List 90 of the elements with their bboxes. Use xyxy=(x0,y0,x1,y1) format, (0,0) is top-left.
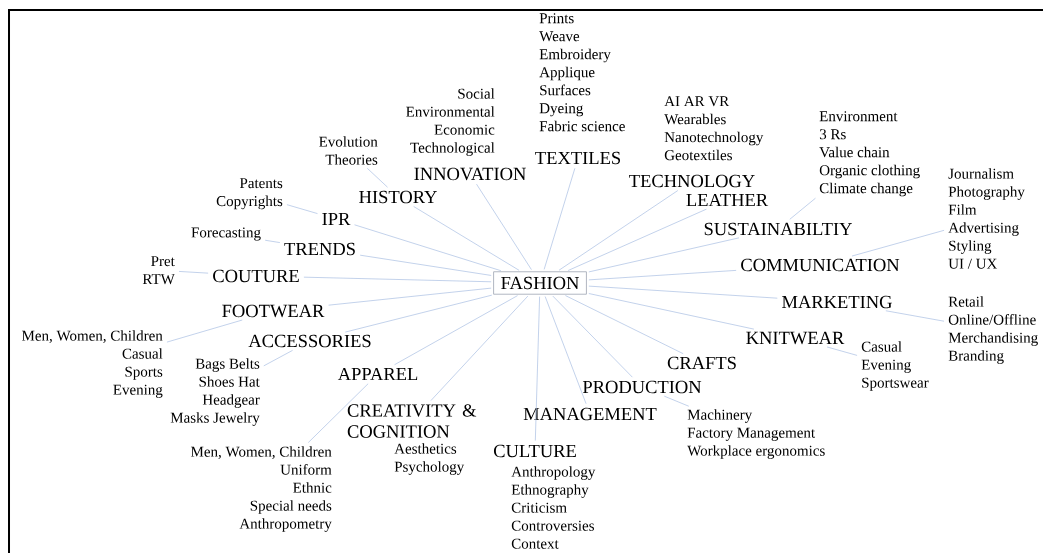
connector-line xyxy=(476,183,532,271)
connector-line xyxy=(544,296,587,405)
central-box: FASHION xyxy=(493,271,587,295)
topic-label: CREATIVITY & COGNITION xyxy=(347,404,477,438)
subtopic-list: Men, Women, Children Casual Sports Evening xyxy=(22,330,163,398)
topic-label: APPAREL xyxy=(337,367,418,381)
subtopic-list: Pret RTW xyxy=(142,256,175,285)
topic-label: CULTURE xyxy=(493,444,576,458)
topic-label: PRODUCTION xyxy=(582,380,702,394)
connector-line xyxy=(394,295,518,366)
connector-line xyxy=(307,383,369,443)
node-label: AI AR VR xyxy=(664,96,730,107)
node-label: Nanotechnology xyxy=(664,131,764,146)
connector-line xyxy=(286,204,318,214)
connector-line xyxy=(166,319,243,343)
subtopic-list: Aesthetics Psychology xyxy=(394,443,465,475)
node-label: Applique xyxy=(539,66,595,81)
connector-line xyxy=(885,310,945,322)
node-label: Anthropology xyxy=(511,466,596,480)
topic-label: IPR xyxy=(322,212,351,226)
node-label: Geotextiles xyxy=(664,149,732,161)
subtopic-list: AI AR VR Wearables Nanotechnology Geotextiles xyxy=(664,96,764,161)
node-label: Wearables xyxy=(664,113,726,125)
subtopic-list: Environment 3 Rs Value chain Organic clothing Climate change xyxy=(819,111,920,197)
connector-line xyxy=(413,206,520,271)
topic-label: KNITWEAR xyxy=(746,331,845,345)
node-label: Controversies xyxy=(511,520,594,531)
topic-label: MARKETING xyxy=(782,295,892,309)
topic-label: HISTORY xyxy=(359,190,437,204)
connector-line xyxy=(663,395,690,407)
topic-label: FOOTWEAR xyxy=(222,304,325,318)
topic-label: ACCESSORIES xyxy=(248,334,371,348)
connector-line xyxy=(303,276,492,283)
connector-line xyxy=(826,346,858,356)
connector-line xyxy=(534,296,540,441)
node-label: Weave xyxy=(539,31,580,42)
node-label: Prints xyxy=(539,13,574,24)
connector-line xyxy=(558,190,679,271)
connector-line xyxy=(430,295,529,401)
node-label: Dyeing xyxy=(539,103,584,117)
node-label: Technological xyxy=(410,142,495,156)
subtopic-list: Anthropology Ethnography Criticism Controversies Context xyxy=(511,466,596,549)
subtopic-list: Retail Online/Offline Merchandising Branding xyxy=(948,296,1038,364)
subtopic-list: Bags Belts Shoes Hat Headgear Masks Jewelry xyxy=(170,358,260,426)
connector-line xyxy=(588,270,737,281)
node-label: Criticism xyxy=(511,502,567,513)
topic-label: MANAGEMENT xyxy=(523,407,657,421)
connector-line xyxy=(264,239,281,243)
node-label: Ethnography xyxy=(511,484,589,498)
connector-line xyxy=(359,254,492,276)
node-label: Fabric science xyxy=(539,120,625,132)
connector-line xyxy=(354,224,502,272)
topic-label: SUSTAINABILTIY xyxy=(704,222,852,236)
topic-label: TECHNOLOGY xyxy=(629,174,755,188)
topic-label: COMMUNICATION xyxy=(741,258,900,272)
connector-line xyxy=(588,285,778,299)
connector-line xyxy=(588,293,755,330)
node-label: Environmental xyxy=(406,106,495,117)
node-label: Embroidery xyxy=(539,48,611,63)
connector-line xyxy=(565,295,684,355)
subtopic-list: Prints Weave Embroidery Applique Surfaces Dyeing Fabric science xyxy=(539,13,625,132)
node-label: Economic xyxy=(434,124,495,135)
connector-line xyxy=(328,287,492,306)
subtopic-list: Machinery Factory Management Workplace ergonomics xyxy=(687,409,825,459)
node-label: Social xyxy=(458,88,495,99)
subtopic-list: Journalism Photography Film Advertising Styling UI / UX xyxy=(948,168,1025,269)
topic-label: CRAFTS xyxy=(667,356,736,370)
topic-label: COUTURE xyxy=(213,269,299,283)
connector-line xyxy=(851,229,945,257)
connector-line xyxy=(552,295,633,378)
subtopic-list: Patents Copyrights xyxy=(216,178,283,210)
topic-label: TRENDS xyxy=(284,242,355,256)
topic-label: TEXTILES xyxy=(535,151,621,165)
connector-line xyxy=(789,197,816,220)
subtopic-list: Men, Women, Children Uniform Ethnic Special needs Anthropometry xyxy=(191,446,332,532)
topic-label: INNOVATION xyxy=(414,167,526,181)
node-label: Surfaces xyxy=(540,84,591,96)
topic-label: LEATHER xyxy=(686,193,769,207)
subtopic-list: Evolution Theories xyxy=(319,136,378,165)
subtopic-list: Forecasting xyxy=(191,227,261,241)
connector-line xyxy=(567,208,707,271)
connector-line xyxy=(263,349,293,367)
subtopic-list: Social Environmental Economic Technological xyxy=(406,88,495,156)
connector-line xyxy=(543,167,576,270)
connector-line xyxy=(178,271,209,274)
connector-line xyxy=(366,167,388,188)
connector-line xyxy=(588,237,740,273)
connector-line xyxy=(344,294,493,333)
node-label: Context xyxy=(511,538,559,549)
subtopic-list: Casual Evening Sportswear xyxy=(861,341,929,391)
